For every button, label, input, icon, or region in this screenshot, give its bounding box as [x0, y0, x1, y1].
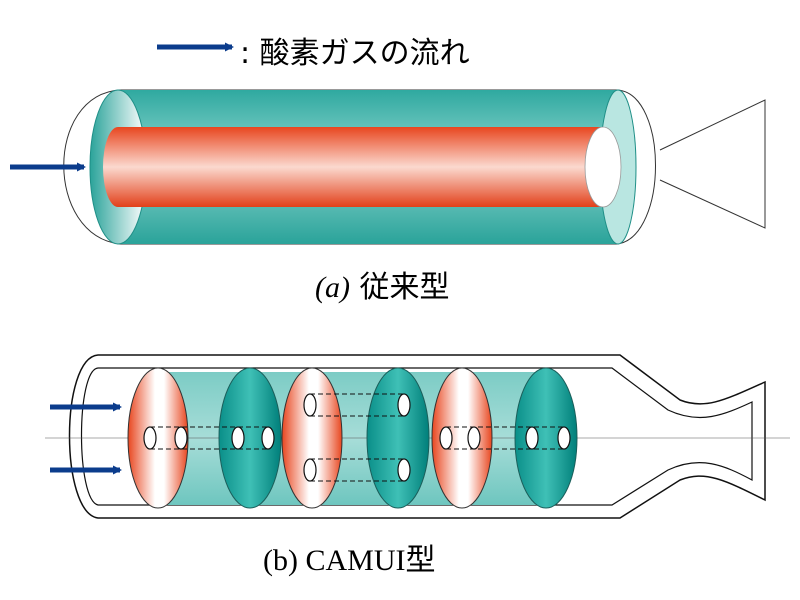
fuel-disk-5 — [431, 367, 493, 509]
legend-label: : 酸素ガスの流れ — [240, 36, 470, 71]
combustion-port-a-front — [103, 127, 133, 207]
diagram-a-conventional-motor — [10, 89, 766, 245]
casing-b-inner — [80, 367, 753, 506]
fuel-disk-4 — [366, 367, 430, 509]
fuel-disk-1 — [127, 367, 189, 509]
caption-b: (b) CAMUI型 — [263, 544, 436, 577]
caption-a: (a) 従来型 — [315, 262, 450, 306]
casing-b-outline — [68, 354, 766, 519]
combustion-port-a-exit — [584, 126, 622, 208]
port-dashed-lines — [150, 393, 566, 482]
caption-a-text: 従来型 — [349, 270, 450, 305]
fuel-disk-2 — [218, 367, 282, 509]
combustion-port-a — [118, 127, 603, 207]
nozzle-a — [659, 99, 766, 229]
diagram-b-camui-motor — [45, 354, 790, 519]
fuel-disk-6 — [514, 367, 578, 509]
caption-a-label: (a) — [315, 271, 350, 304]
fuel-disk-3 — [281, 367, 343, 509]
